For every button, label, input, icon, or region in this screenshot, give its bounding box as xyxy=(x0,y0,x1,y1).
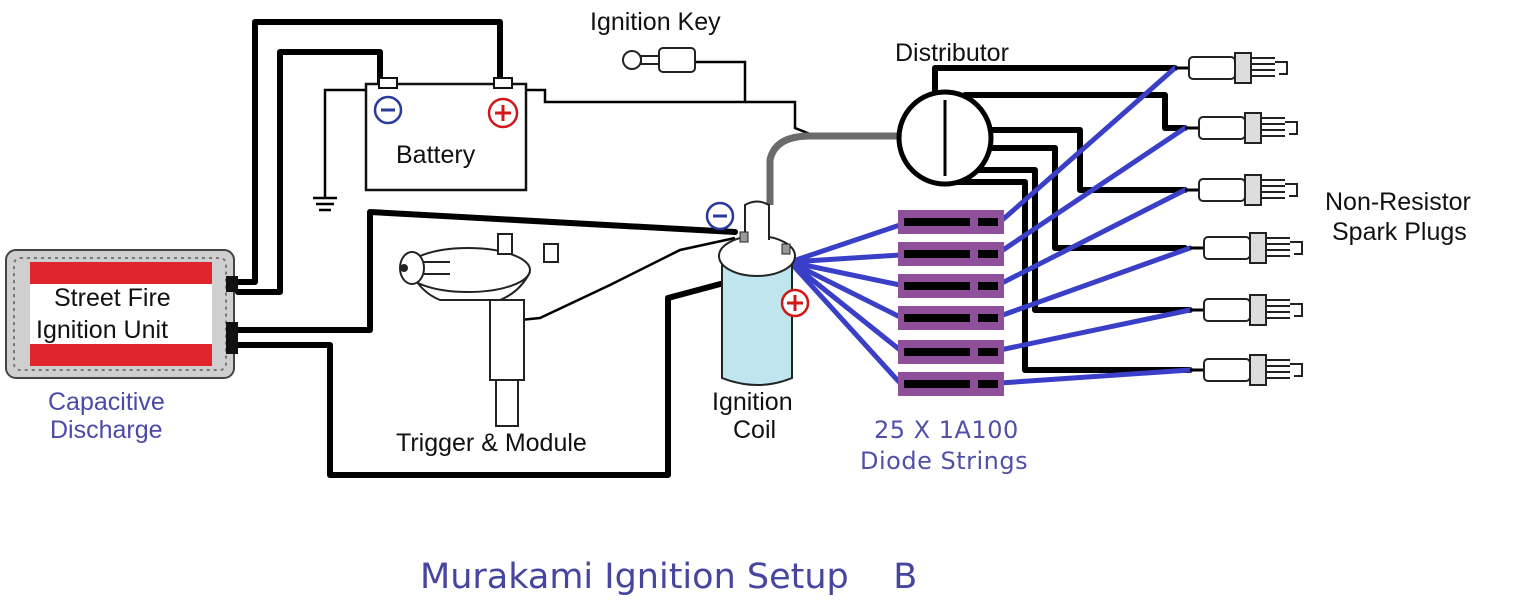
coil-negative-terminal-icon xyxy=(705,201,735,231)
coil-hv-lead xyxy=(766,132,915,205)
diode-strings xyxy=(898,210,1004,396)
trigger-module xyxy=(399,233,559,427)
trigger-module-label: Trigger & Module xyxy=(396,429,587,457)
ignition-coil xyxy=(705,200,810,386)
distributor-cap xyxy=(896,89,994,187)
diode-wires xyxy=(787,65,1193,386)
coil-label-line2: Coil xyxy=(733,416,776,444)
spark-plug xyxy=(1190,294,1303,326)
ignition-key-icon xyxy=(622,47,696,73)
battery-negative-terminal-icon xyxy=(373,95,403,125)
diode-string xyxy=(898,340,1004,364)
coil-positive-terminal-icon xyxy=(780,288,810,318)
coil-label-line1: Ignition xyxy=(712,388,793,416)
diode-string xyxy=(898,372,1004,396)
battery xyxy=(364,77,528,192)
spark-plug xyxy=(1190,354,1303,386)
battery-positive-terminal-icon xyxy=(487,97,519,129)
diode-string xyxy=(898,306,1004,330)
cdi-caption-line2: Discharge xyxy=(50,416,163,444)
diode-label-line2: Diode Strings xyxy=(860,447,1028,475)
distributor-label: Distributor xyxy=(895,39,1009,67)
spark-plug xyxy=(1185,112,1298,144)
spark-plug xyxy=(1190,232,1303,264)
ignition-key-label: Ignition Key xyxy=(590,8,721,36)
spark-plugs xyxy=(1175,52,1303,386)
diagram-title: Murakami Ignition Setup B xyxy=(420,557,917,597)
diode-string xyxy=(898,242,1004,266)
spark-plugs-label-line1: Non-Resistor xyxy=(1325,188,1471,216)
cdi-unit xyxy=(5,249,238,379)
diode-label-line1: 25 X 1A100 xyxy=(874,416,1019,444)
cdi-label-line1: Street Fire xyxy=(54,284,171,312)
spark-plugs-label-line2: Spark Plugs xyxy=(1332,218,1467,246)
wiring xyxy=(235,19,1193,478)
cdi-label-line2: Ignition Unit xyxy=(36,316,168,344)
battery-label: Battery xyxy=(396,141,476,169)
spark-plug xyxy=(1175,52,1288,84)
diode-string xyxy=(898,210,1004,234)
cdi-caption-line1: Capacitive xyxy=(48,388,165,416)
diode-string xyxy=(898,274,1004,298)
spark-plug xyxy=(1185,174,1298,206)
